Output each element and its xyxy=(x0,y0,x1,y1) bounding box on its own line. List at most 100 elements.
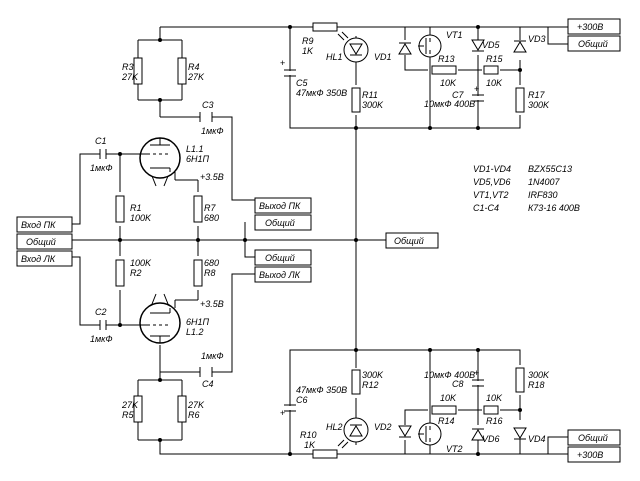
diode-vd4 xyxy=(513,427,527,439)
label-r16: R16 xyxy=(486,416,503,426)
value-r17: 300K xyxy=(528,100,550,110)
label-vd3: VD3 xyxy=(528,34,546,44)
wire-bottom-return xyxy=(289,349,521,454)
resistor-r2 xyxy=(115,259,125,287)
center-common-label: Общий xyxy=(394,236,424,246)
value-r7: 680 xyxy=(204,213,219,223)
input-common-label: Общий xyxy=(26,237,56,247)
type-l1-1: 6Н1П xyxy=(186,154,210,164)
output-left-common-label: Общий xyxy=(265,253,295,263)
label-c2: C2 xyxy=(95,307,107,317)
value-r9: 1K xyxy=(302,46,314,56)
plus-c6: + xyxy=(280,408,285,418)
junction-dot xyxy=(354,238,358,242)
legend-ref: VD5,VD6 xyxy=(473,177,511,187)
value-c1: 1мкФ xyxy=(90,163,113,173)
diode-vd3 xyxy=(513,41,527,53)
value-r14: 10K xyxy=(440,393,457,403)
value-r8: 680 xyxy=(204,258,219,268)
output-left-label: Выход ЛК xyxy=(259,270,301,280)
wire-in-left xyxy=(72,256,140,326)
junction-dot xyxy=(158,38,162,42)
junction-dot xyxy=(476,25,480,29)
output-right-common-box xyxy=(254,214,312,231)
legend-ref: VD1-VD4 xyxy=(473,164,511,174)
diode-vd2 xyxy=(398,425,412,437)
value-r12: 300K xyxy=(362,370,384,380)
legend-ref: VT1,VT2 xyxy=(473,190,509,200)
resistor-r5 xyxy=(133,395,143,423)
plus-c8: + xyxy=(474,368,479,378)
diode-vd5 xyxy=(471,39,485,51)
junction-dot xyxy=(476,348,480,352)
resistor-r4 xyxy=(177,57,187,85)
label-vd2: VD2 xyxy=(374,422,392,432)
resistor-r12 xyxy=(351,369,361,395)
label-vd1: VD1 xyxy=(374,52,392,62)
label-vd4: VD4 xyxy=(528,434,546,444)
label-c4: C4 xyxy=(202,379,214,389)
value-c3: 1мкФ xyxy=(201,126,224,136)
value-r3: 27K xyxy=(121,72,139,82)
label-r17: R17 xyxy=(528,90,546,100)
label-r1: R1 xyxy=(130,203,142,213)
junction-dot xyxy=(428,126,432,130)
label-r11: R11 xyxy=(362,90,378,100)
label-35v-bottom: +3.5В xyxy=(200,299,224,309)
legend-part: 1N4007 xyxy=(528,177,561,187)
input-left-label: Вход ЛК xyxy=(21,254,56,264)
value-c7: 10мкФ 400В xyxy=(424,99,475,109)
resistor-r15 xyxy=(483,65,499,75)
junction-dot xyxy=(354,126,358,130)
label-r2: R2 xyxy=(130,268,142,278)
capacitor-c6 xyxy=(284,404,296,412)
tube-cathode-top xyxy=(150,167,176,180)
led-hl1 xyxy=(337,31,369,63)
legend-part: BZX55C13 xyxy=(528,164,572,174)
junction-dot xyxy=(476,126,480,130)
plus-c7: + xyxy=(474,84,479,94)
resistors xyxy=(115,22,525,459)
led-hl2-triangle xyxy=(349,425,363,437)
tube-l1-2 xyxy=(139,293,181,344)
value-c4: 1мкФ xyxy=(201,351,224,361)
label-c5: C5 xyxy=(296,78,308,88)
junction-dot xyxy=(118,152,122,156)
resistor-r14 xyxy=(431,405,457,415)
value-r1: 100K xyxy=(130,213,152,223)
label-r12: R12 xyxy=(362,380,379,390)
junction-dot xyxy=(518,408,522,412)
input-right-label: Вход ПК xyxy=(21,220,56,230)
label-r8: R8 xyxy=(204,268,216,278)
value-c6: 47мкФ 350В xyxy=(296,385,347,395)
junction-dot xyxy=(243,238,247,242)
resistor-r17 xyxy=(515,87,525,113)
junction-dot xyxy=(288,452,292,456)
led-hl1-rays xyxy=(337,31,362,56)
psu-top-common-label: Общий xyxy=(578,39,608,49)
value-r10: 1K xyxy=(304,440,316,450)
junction-dot xyxy=(518,68,522,72)
led-hl2-rays xyxy=(337,424,362,449)
junction-dot xyxy=(118,238,122,242)
value-r13: 10K xyxy=(440,78,457,88)
label-hl2: HL2 xyxy=(326,422,343,432)
diode-vd6 xyxy=(471,429,485,441)
label-c1: C1 xyxy=(95,136,107,146)
terminal-boxes: Вход ПК Общий Вход ЛК Выход ПК Общий Общ… xyxy=(16,18,621,463)
wire-psu-bottom xyxy=(519,436,568,454)
transistor-vt1-leads xyxy=(418,38,431,54)
wire-reg-top-b xyxy=(429,27,479,128)
output-right-label: Выход ПК xyxy=(259,201,301,211)
label-vd6: VD6 xyxy=(482,434,500,444)
parts-legend: VD1-VD4 BZX55C13 VD5,VD6 1N4007 VT1,VT2 … xyxy=(473,164,580,213)
resistor-r18 xyxy=(515,367,525,393)
label-r6: R6 xyxy=(188,410,200,420)
value-r11: 300K xyxy=(362,100,384,110)
tube-heater-top xyxy=(151,175,169,187)
value-r15: 10K xyxy=(486,78,503,88)
input-left-box xyxy=(16,250,73,267)
wire-anode-top xyxy=(160,116,255,201)
value-r2: 100K xyxy=(130,258,152,268)
input-common-box xyxy=(16,233,73,250)
